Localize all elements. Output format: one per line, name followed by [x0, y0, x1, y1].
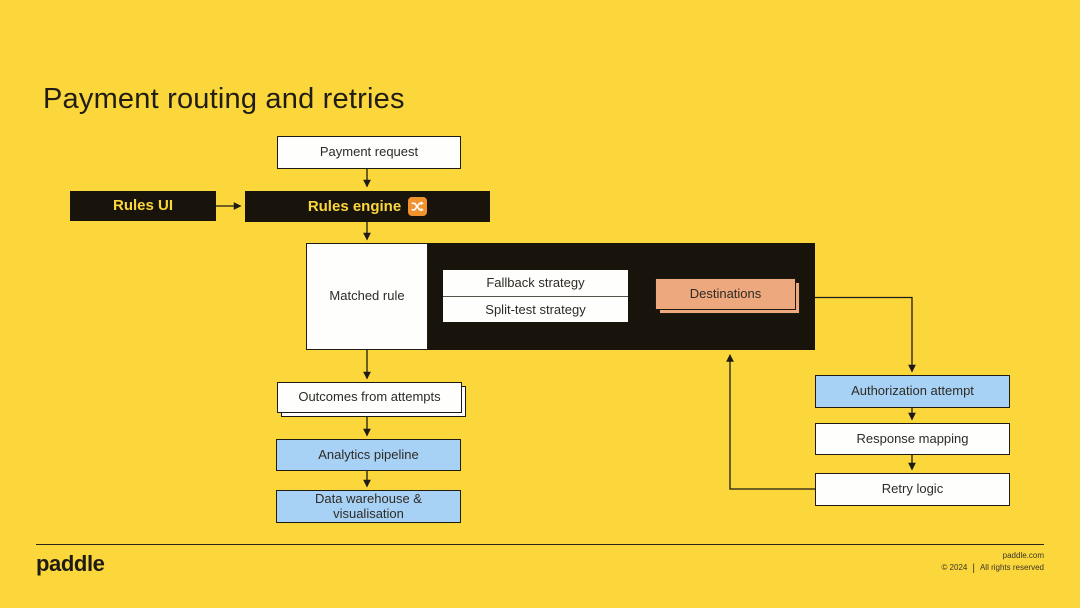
- shuffle-icon: [408, 197, 428, 216]
- node-retry-logic: Retry logic: [815, 473, 1010, 506]
- node-rules-ui: Rules UI: [70, 191, 216, 221]
- footer-rights: All rights reserved: [979, 562, 1044, 572]
- strategies-group: Fallback strategy Split-test strategy: [443, 270, 628, 322]
- arrow-retry-to-engine-loop: [726, 353, 815, 490]
- paddle-logo: paddle: [36, 551, 105, 576]
- footer-separator: |: [972, 562, 975, 574]
- node-fallback-strategy-label: Fallback strategy: [486, 275, 585, 291]
- node-response-mapping: Response mapping: [815, 423, 1010, 455]
- node-matched-rule: Matched rule: [306, 243, 428, 350]
- footer-website: paddle.com: [1002, 551, 1044, 560]
- node-data-warehouse-label: Data warehouse & visualisation: [315, 490, 422, 521]
- node-fallback-strategy: Fallback strategy: [443, 270, 628, 296]
- node-rules-ui-label: Rules UI: [112, 197, 173, 215]
- node-matched-rule-label: Matched rule: [329, 288, 405, 304]
- node-response-mapping-label: Response mapping: [856, 430, 969, 446]
- footer-divider: [36, 544, 1044, 545]
- node-data-warehouse: Data warehouse & visualisation: [276, 490, 461, 523]
- node-destinations: Destinations: [655, 278, 796, 310]
- footer-copyright-line: © 2024 | All rights reserved: [941, 562, 1044, 576]
- node-retry-logic-label: Retry logic: [881, 481, 944, 497]
- node-split-test-strategy: Split-test strategy: [443, 295, 628, 323]
- node-rules-engine: Rules engine: [245, 191, 490, 222]
- node-analytics-pipeline: Analytics pipeline: [276, 439, 461, 471]
- node-outcomes-label: Outcomes from attempts: [298, 389, 441, 405]
- footer-legal: paddle.com © 2024 | All rights reserved: [941, 551, 1044, 575]
- node-authorization-attempt: Authorization attempt: [815, 375, 1010, 408]
- node-payment-request: Payment request: [277, 136, 461, 169]
- node-payment-request-label: Payment request: [319, 144, 419, 160]
- arrow-destinations-to-authorization: [815, 296, 916, 373]
- page-title: Payment routing and retries: [43, 83, 405, 115]
- node-outcomes-from-attempts: Outcomes from attempts: [277, 382, 462, 413]
- node-split-test-strategy-label: Split-test strategy: [485, 301, 586, 317]
- node-destinations-label: Destinations: [689, 285, 762, 301]
- node-rules-engine-label: Rules engine: [307, 197, 402, 215]
- node-authorization-attempt-label: Authorization attempt: [851, 383, 974, 399]
- node-analytics-pipeline-label: Analytics pipeline: [318, 446, 419, 462]
- footer-copyright: © 2024: [941, 562, 968, 572]
